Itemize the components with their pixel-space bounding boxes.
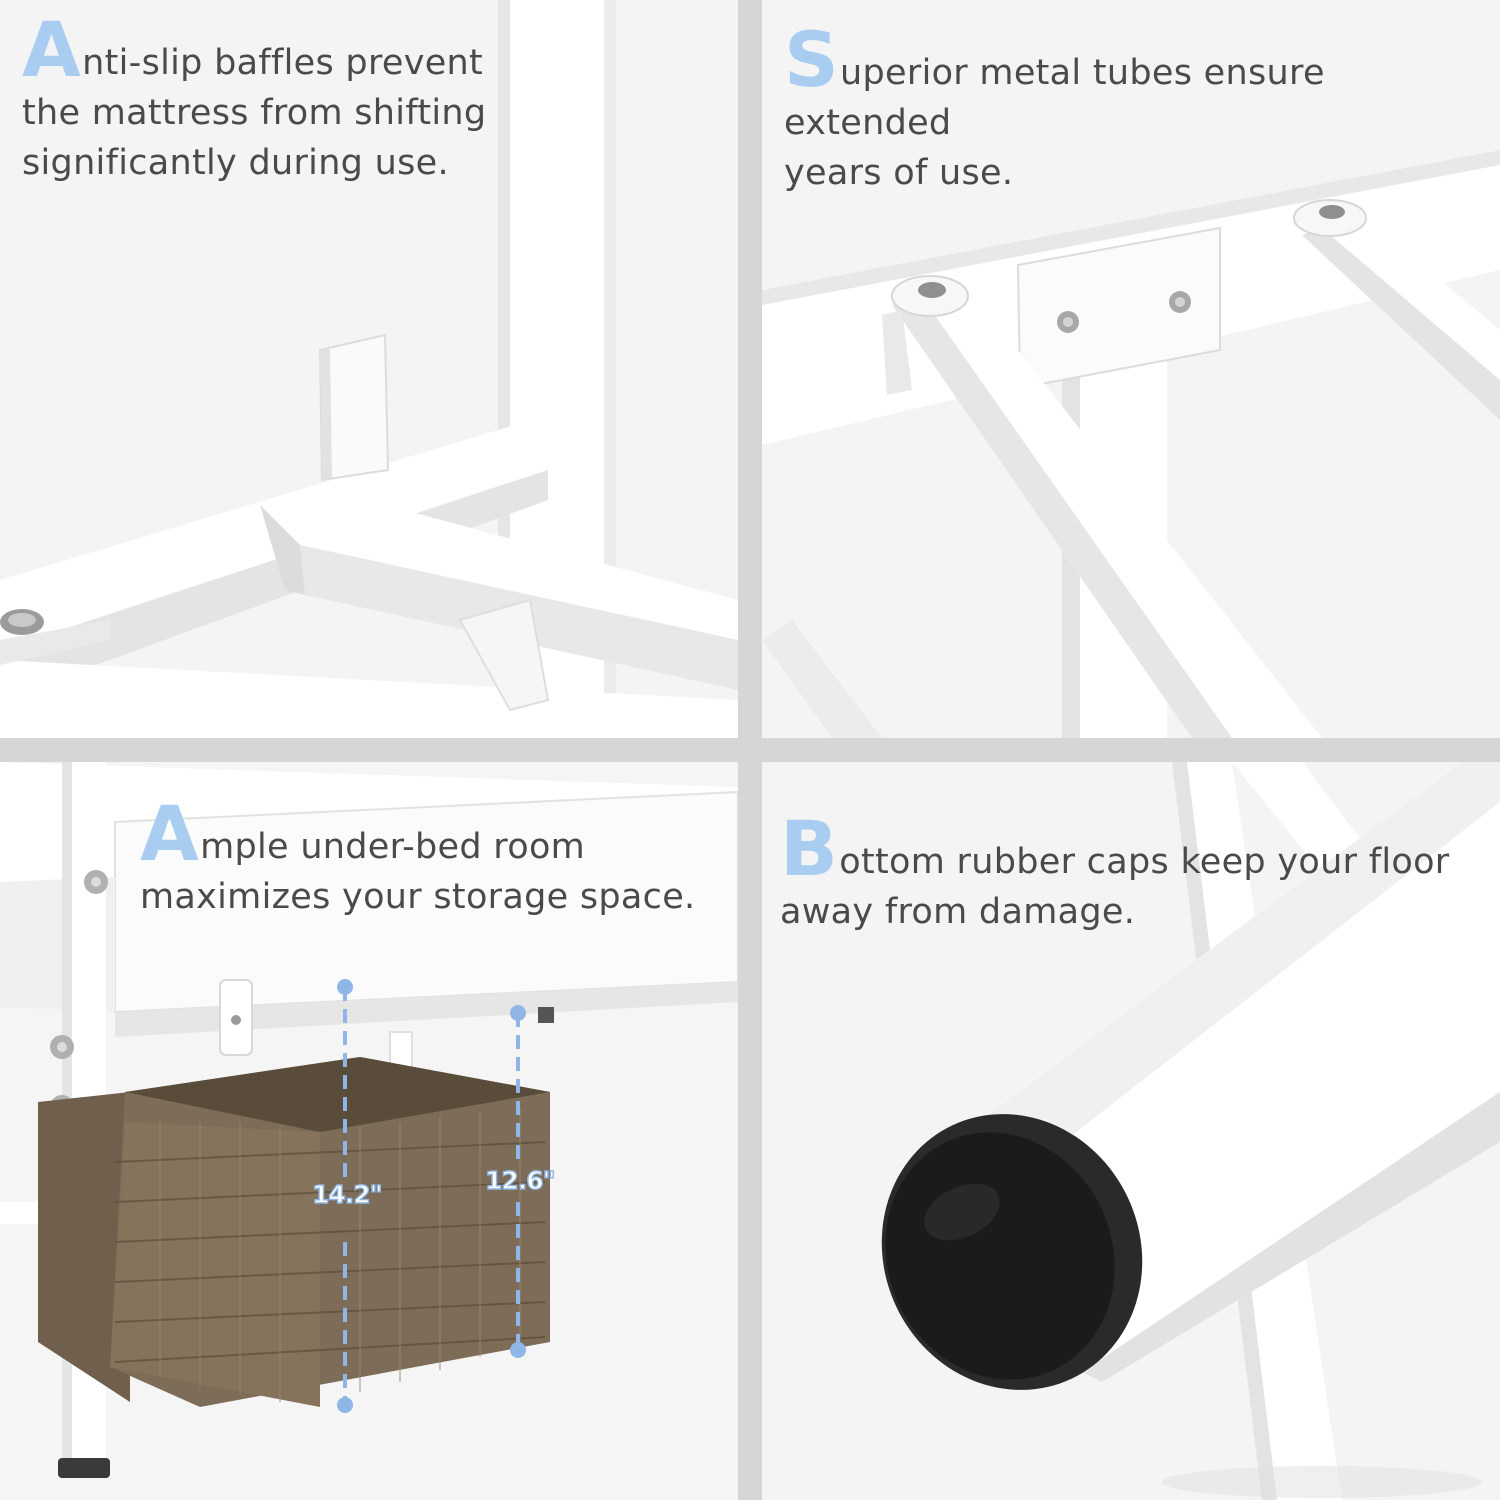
caption-under-bed: Ample under-bed room maximizes your stor… bbox=[140, 796, 696, 922]
caption-line: uperior metal tubes ensure extended bbox=[784, 53, 1325, 143]
dimension-label-height-basket: 12.6" bbox=[484, 1165, 556, 1195]
caption-initial: A bbox=[22, 5, 82, 94]
caption-line: maximizes your storage space. bbox=[140, 877, 696, 917]
caption-initial: S bbox=[784, 15, 840, 104]
caption-line: mple under-bed room bbox=[200, 827, 586, 867]
caption-rubber-caps: Bottom rubber caps keep your floor away … bbox=[780, 811, 1450, 937]
under-bed-photo bbox=[0, 762, 738, 1500]
panel-under-bed-room: Ample under-bed room maximizes your stor… bbox=[0, 762, 738, 1500]
caption-anti-slip: Anti-slip baffles prevent the mattress f… bbox=[22, 12, 487, 188]
panel-anti-slip-baffles: Anti-slip baffles prevent the mattress f… bbox=[0, 0, 738, 738]
caption-metal-tubes: Superior metal tubes ensure extended yea… bbox=[784, 22, 1500, 198]
dimension-label-height-total: 14.2" bbox=[311, 1179, 383, 1209]
panel-rubber-caps: Bottom rubber caps keep your floor away … bbox=[762, 762, 1500, 1500]
caption-line: ottom rubber caps keep your floor bbox=[839, 842, 1450, 882]
caption-line: years of use. bbox=[784, 153, 1014, 193]
rubber-cap-photo bbox=[762, 762, 1500, 1500]
caption-initial: A bbox=[140, 789, 200, 878]
caption-line: significantly during use. bbox=[22, 143, 449, 183]
caption-initial: B bbox=[780, 804, 839, 893]
caption-line: the mattress from shifting bbox=[22, 93, 487, 133]
baffle-photo bbox=[0, 0, 738, 738]
caption-line: away from damage. bbox=[780, 892, 1136, 932]
panel-metal-tubes: Superior metal tubes ensure extended yea… bbox=[762, 0, 1500, 738]
metal-tubes-photo bbox=[762, 0, 1500, 738]
caption-line: nti-slip baffles prevent bbox=[82, 43, 484, 83]
